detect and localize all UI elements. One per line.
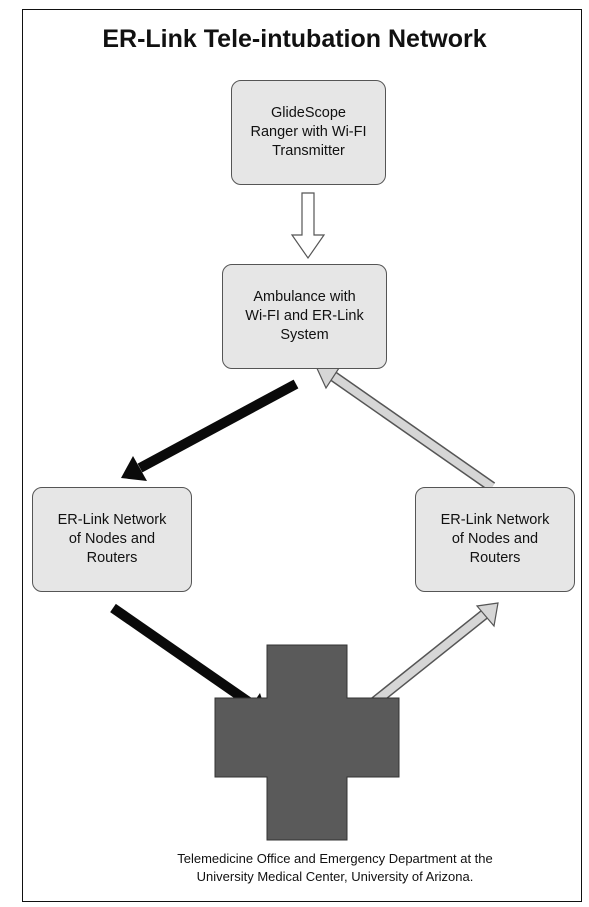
arrow-cross-to-right-network-head bbox=[475, 602, 499, 628]
arrow-glidescope-to-ambulance bbox=[290, 192, 326, 260]
ambulance-node: Ambulance with Wi-FI and ER-Link System bbox=[222, 264, 387, 369]
network-left-label-line-1: ER-Link Network bbox=[57, 512, 167, 528]
network-left-label-line-3: Routers bbox=[86, 550, 138, 566]
caption-line-1: Telemedicine Office and Emergency Depart… bbox=[177, 851, 493, 866]
network-right-label-line-3: Routers bbox=[469, 550, 521, 566]
network-node-right: ER-Link Network of Nodes and Routers bbox=[415, 487, 575, 592]
ambulance-label-line-1: Ambulance with bbox=[253, 289, 356, 305]
ambulance-label-line-2: Wi-FI and ER-Link bbox=[245, 308, 364, 324]
ambulance-label-line-3: System bbox=[280, 327, 329, 343]
network-left-label-line-2: of Nodes and bbox=[68, 531, 156, 547]
network-node-left: ER-Link Network of Nodes and Routers bbox=[32, 487, 192, 592]
network-right-label-line-1: ER-Link Network bbox=[440, 512, 550, 528]
glidescope-node: GlideScope Ranger with Wi-FI Transmitter bbox=[231, 80, 386, 185]
figure-caption: Telemedicine Office and Emergency Depart… bbox=[100, 850, 570, 886]
diagram-title: ER-Link Tele-intubation Network bbox=[102, 25, 487, 53]
arrow-left-network-to-cross-shaft bbox=[110, 603, 256, 710]
glidescope-label-line-1: GlideScope bbox=[271, 105, 346, 121]
caption-line-2: University Medical Center, University of… bbox=[196, 869, 474, 884]
arrow-ambulance-to-left-network-shaft bbox=[137, 379, 299, 473]
hospital-cross-icon bbox=[214, 644, 400, 841]
glidescope-label-line-2: Ranger with Wi-FI bbox=[250, 124, 367, 140]
network-right-label-line-2: of Nodes and bbox=[451, 531, 539, 547]
glidescope-label-line-3: Transmitter bbox=[272, 143, 345, 159]
arrow-ambulance-to-left-network-head bbox=[121, 456, 147, 481]
